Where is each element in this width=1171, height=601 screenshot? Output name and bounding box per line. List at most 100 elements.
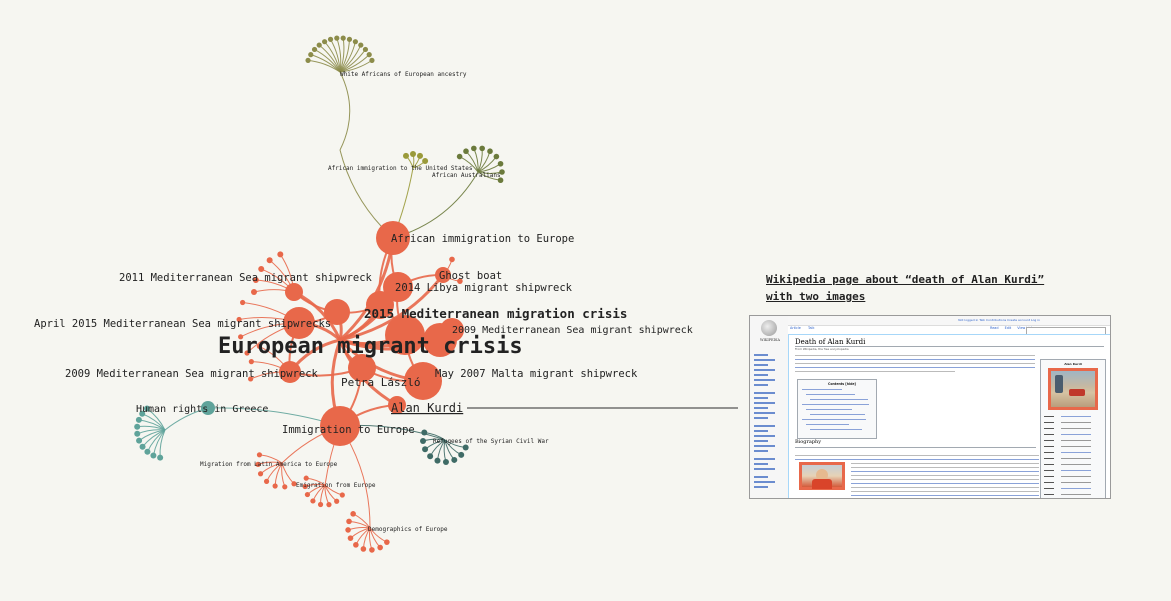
label-white-africans[interactable]: White Africans of European ancestry [340,71,467,78]
white-africans-leaf [369,57,375,63]
wiki-tab-edit[interactable]: Edit [1004,326,1012,330]
label-shipwreck-2009-right[interactable]: 2009 Mediterranean Sea migrant shipwreck [452,325,693,336]
node-malta-2007 [404,362,442,400]
demographics-europe-leaf [347,535,354,541]
wiki-infobox-label [1044,440,1054,441]
wiki-nav-link [754,458,775,460]
wiki-infobox-value [1061,440,1091,441]
shipwreck-2009-left-leaf [248,376,254,382]
wiki-user-links[interactable]: Not logged in Talk Contributions Create … [958,318,1040,322]
wiki-nav-link [754,435,775,437]
label-immigration-europe[interactable]: Immigration to Europe [282,424,415,436]
emigration-europe-leaf [304,491,311,498]
emigration-europe-leaf [310,498,316,504]
wikipedia-globe-icon[interactable] [761,320,777,336]
node-alan-kurdi [388,396,406,414]
label-hub[interactable]: European migrant crisis [218,334,523,359]
wiki-text-line [795,355,1035,357]
node-crisis-2015 [366,291,394,319]
wiki-infobox-label [1044,488,1054,489]
label-latin-america[interactable]: Migration from Latin America to Europe [200,461,338,468]
label-petra[interactable]: Petra László [341,376,420,389]
label-human-rights-greece[interactable]: Human rights in Greece [136,404,268,415]
african-australians-leaf [463,148,469,155]
emigration-europe-leaf [334,498,340,504]
april-2015-leaf [238,334,244,340]
wiki-nav-link [754,354,768,356]
white-africans-leaf [358,42,364,48]
wiki-nav-link [754,463,768,465]
white-africans-leaf [316,42,322,48]
label-alan-kurdi[interactable]: Alan Kurdi [391,401,463,415]
wiki-infobox-value [1061,488,1091,489]
wiki-nav-link [754,445,775,447]
white-africans-edge [339,54,370,73]
wiki-infobox-label [1044,470,1054,471]
wiki-toc-entry [810,414,865,416]
wiki-nav-link [754,397,768,399]
label-crisis-2015[interactable]: 2015 Mediterranean migration crisis [364,306,627,321]
node-shipwreck-2009-left [279,361,301,383]
wiki-tab-talk[interactable]: Talk [807,326,815,330]
white-africans-edge [339,39,350,73]
wiki-nav-link [754,481,775,483]
wiki-text-line [851,491,1039,493]
wiki-nav-link [754,425,775,427]
photo1-child [1069,389,1085,396]
node-immigration-europe [320,406,360,446]
wiki-image-1[interactable] [1048,368,1098,410]
label-african-immigration-europe[interactable]: African immigration to Europe [391,233,574,245]
label-emigration-europe[interactable]: Emigration from Europe [296,482,376,489]
label-shipwreck-2011[interactable]: 2011 Mediterranean Sea migrant shipwreck [119,272,373,284]
wiki-text-line [795,359,1035,361]
wiki-toc-entry [802,419,866,421]
label-refugees-syria[interactable]: Refugees of the Syrian Civil War [433,438,549,445]
latin-america-leaf [255,461,261,467]
wiki-toc-entry [802,389,842,391]
leaf-nodes [134,35,505,553]
label-april-2015[interactable]: April 2015 Mediterranean Sea migrant shi… [34,318,331,330]
latin-america-leaf [291,481,297,487]
latin-america-leaf [282,484,288,490]
wikipedia-thumbnail[interactable]: Not logged in Talk Contributions Create … [749,315,1111,499]
wiki-tab-article[interactable]: Article [790,326,801,330]
wiki-article-subtitle: From Wikipedia, the free encyclopedia [795,347,849,351]
wiki-top-bar: Not logged in Talk Contributions Create … [750,316,1110,326]
label-african-australians[interactable]: African Australians [432,172,501,179]
wiki-infobox-label [1044,494,1054,495]
emigration-europe-leaf [339,492,345,498]
wiki-tab-read[interactable]: Read [990,326,999,330]
wiki-text-line [795,363,1035,365]
wiki-infobox-label [1044,428,1054,429]
wiki-text-line [851,487,1039,489]
label-ghost-boat[interactable]: Ghost boat [439,270,502,282]
label-shipwreck-2009-left[interactable]: 2009 Mediterranean Sea migrant shipwreck [65,368,319,380]
demographics-europe-leaf [345,527,351,533]
label-libya-2014[interactable]: 2014 Libya migrant shipwreck [395,282,573,294]
demographics-europe-leaf [384,539,390,545]
white-africans-leaf [340,35,346,41]
node-cluster-b [423,323,457,357]
photo1-figure [1055,375,1063,393]
photo2-shirt [812,479,832,489]
wiki-section-heading: Biography [795,439,822,445]
wiki-image-2[interactable] [799,462,845,490]
shipwreck-2009-left-leaf [248,359,254,365]
label-malta-2007[interactable]: May 2007 Malta migrant shipwreck [435,368,638,380]
human-rights-leaf [134,430,141,437]
shipwreck-2011-leaf [252,276,259,283]
wiki-toc-entry [802,404,869,406]
white-africans-edge [314,49,341,73]
label-demographics-europe[interactable]: Demographics of Europe [368,526,448,533]
photo2-face [816,469,828,481]
human-rights-leaf [144,448,151,455]
white-africans-leaf [311,46,318,53]
wiki-toc-entry [806,394,855,396]
wiki-nav-link [754,486,768,488]
human-rights-leaf [136,437,143,444]
white-africans-leaf [366,52,372,58]
demographics-europe-leaf [350,511,356,517]
wiki-toc-entry [806,409,852,411]
label-african-immigration-us[interactable]: African immigration to the United States [328,165,473,172]
